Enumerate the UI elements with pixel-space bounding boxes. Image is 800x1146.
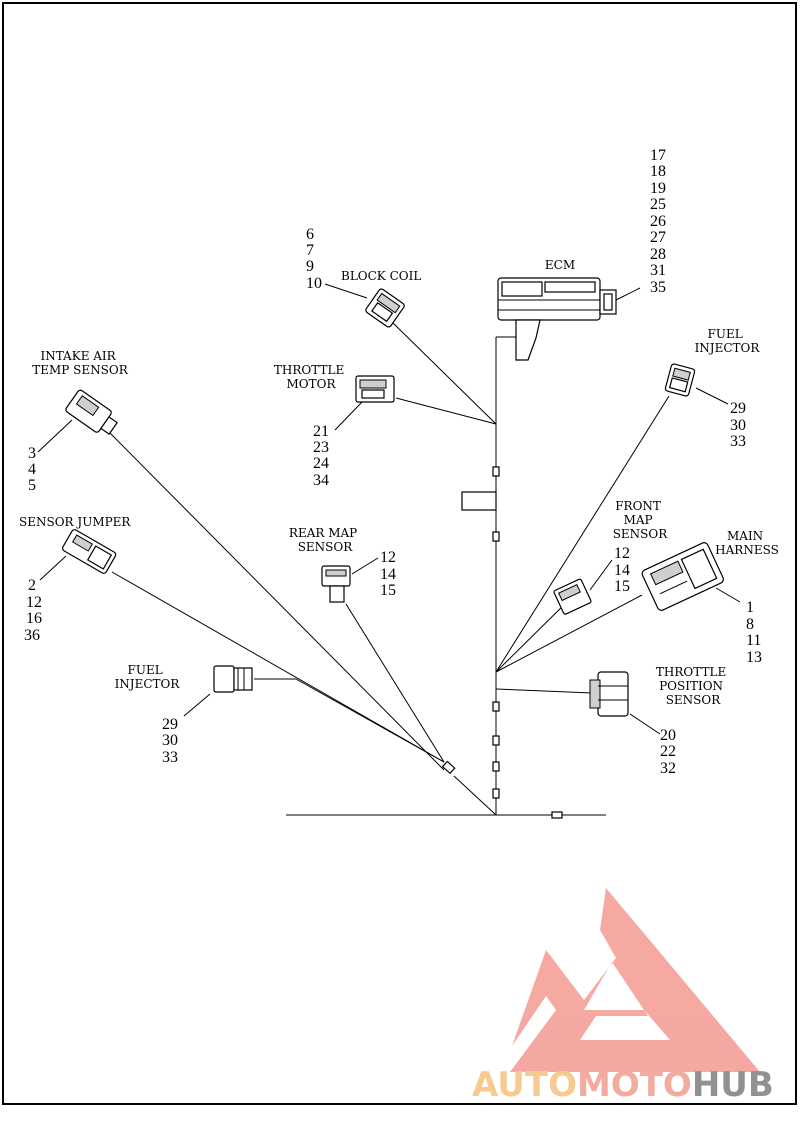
sensor-jumper-callouts: 2 12 16 36 bbox=[24, 577, 46, 644]
throttle-motor-callouts: 21 23 24 34 bbox=[313, 423, 333, 489]
front-map-sensor-connector bbox=[553, 578, 592, 615]
tps-callouts: 20 22 32 bbox=[660, 727, 680, 777]
iat-branch bbox=[109, 432, 445, 771]
splice bbox=[492, 735, 500, 746]
rear-map-sensor-callouts: 12 14 15 bbox=[380, 549, 400, 599]
ecm-label: ECM bbox=[545, 258, 575, 272]
harness-wires bbox=[109, 321, 670, 819]
sensor-jumper-connector bbox=[61, 529, 117, 574]
watermark-logo-mark bbox=[510, 888, 760, 1072]
throttle-motor-branch bbox=[395, 397, 497, 425]
iat-leader bbox=[37, 419, 73, 453]
block-coil-branch bbox=[391, 321, 497, 425]
front-map-leader bbox=[589, 559, 613, 591]
splice bbox=[551, 811, 563, 819]
fuel-injector-right-leader bbox=[695, 387, 729, 405]
splice bbox=[492, 701, 500, 712]
iat-sensor-label: INTAKE AIR TEMP SENSOR bbox=[32, 349, 128, 377]
fuel-injector-right-callouts: 29 30 33 bbox=[730, 400, 750, 450]
fuel-injector-right-connector bbox=[664, 363, 696, 397]
rear-map-sensor-label: REAR MAP SENSOR bbox=[289, 526, 361, 554]
sensor-jumper-label: SENSOR JUMPER bbox=[19, 515, 131, 529]
watermark-wordmark: AUTOMOTOHUB bbox=[472, 1065, 774, 1105]
splice bbox=[492, 531, 500, 542]
ecm-unit bbox=[497, 277, 641, 361]
harness-clip bbox=[461, 491, 497, 511]
fuel-injector-left-branch-2 bbox=[295, 678, 445, 763]
throttle-motor-connector bbox=[355, 375, 395, 403]
block-coil-callouts: 6 7 9 10 bbox=[306, 226, 322, 292]
fuel-injector-right-label: FUEL INJECTOR bbox=[695, 327, 761, 355]
tps-connector bbox=[589, 671, 629, 717]
splice bbox=[441, 760, 456, 775]
page-frame bbox=[2, 2, 797, 1105]
sensor-jumper-branch bbox=[111, 571, 445, 763]
main-harness-leader bbox=[715, 587, 741, 603]
fuel-injector-left-leader bbox=[183, 693, 211, 717]
splice bbox=[492, 466, 500, 477]
sensor-jumper-leader bbox=[39, 555, 67, 581]
splice bbox=[492, 788, 500, 799]
fuel-injector-left-label: FUEL INJECTOR bbox=[115, 663, 181, 691]
front-map-branch bbox=[495, 596, 573, 673]
fuel-injector-left-connector bbox=[213, 665, 253, 693]
main-harness-branch bbox=[495, 594, 643, 673]
front-map-sensor-label: FRONT MAP SENSOR bbox=[613, 499, 669, 541]
block-coil-leader bbox=[324, 283, 368, 299]
iat-sensor-connector bbox=[65, 389, 118, 435]
main-harness-label: MAIN HARNESS bbox=[715, 529, 779, 557]
throttle-motor-leader bbox=[334, 401, 363, 431]
rear-map-branch bbox=[345, 603, 445, 763]
fuel-injector-left-callouts: 29 30 33 bbox=[162, 716, 182, 766]
rear-map-leader bbox=[351, 557, 379, 575]
ecm-callouts: 17 18 19 25 26 27 28 31 35 bbox=[650, 147, 670, 296]
iat-sensor-callouts: 3 4 5 bbox=[28, 445, 40, 494]
block-coil-label: BLOCK COIL bbox=[341, 269, 421, 283]
tps-leader bbox=[629, 713, 661, 735]
splice bbox=[492, 761, 500, 772]
front-map-sensor-callouts: 12 14 15 bbox=[614, 545, 634, 595]
automotohub-watermark: AUTOMOTOHUB bbox=[472, 888, 774, 1105]
tps-branch bbox=[495, 688, 593, 694]
main-harness-callouts: 1 8 11 13 bbox=[746, 599, 765, 666]
fuel-injector-right-branch bbox=[495, 395, 670, 673]
main-harness-connector bbox=[641, 542, 724, 611]
rear-map-sensor-connector bbox=[321, 565, 351, 603]
tps-label: THROTTLE POSITION SENSOR bbox=[656, 665, 730, 707]
throttle-motor-label: THROTTLE MOTOR bbox=[274, 363, 348, 391]
block-coil-connector bbox=[365, 288, 405, 328]
iat-branch-end bbox=[453, 775, 497, 816]
